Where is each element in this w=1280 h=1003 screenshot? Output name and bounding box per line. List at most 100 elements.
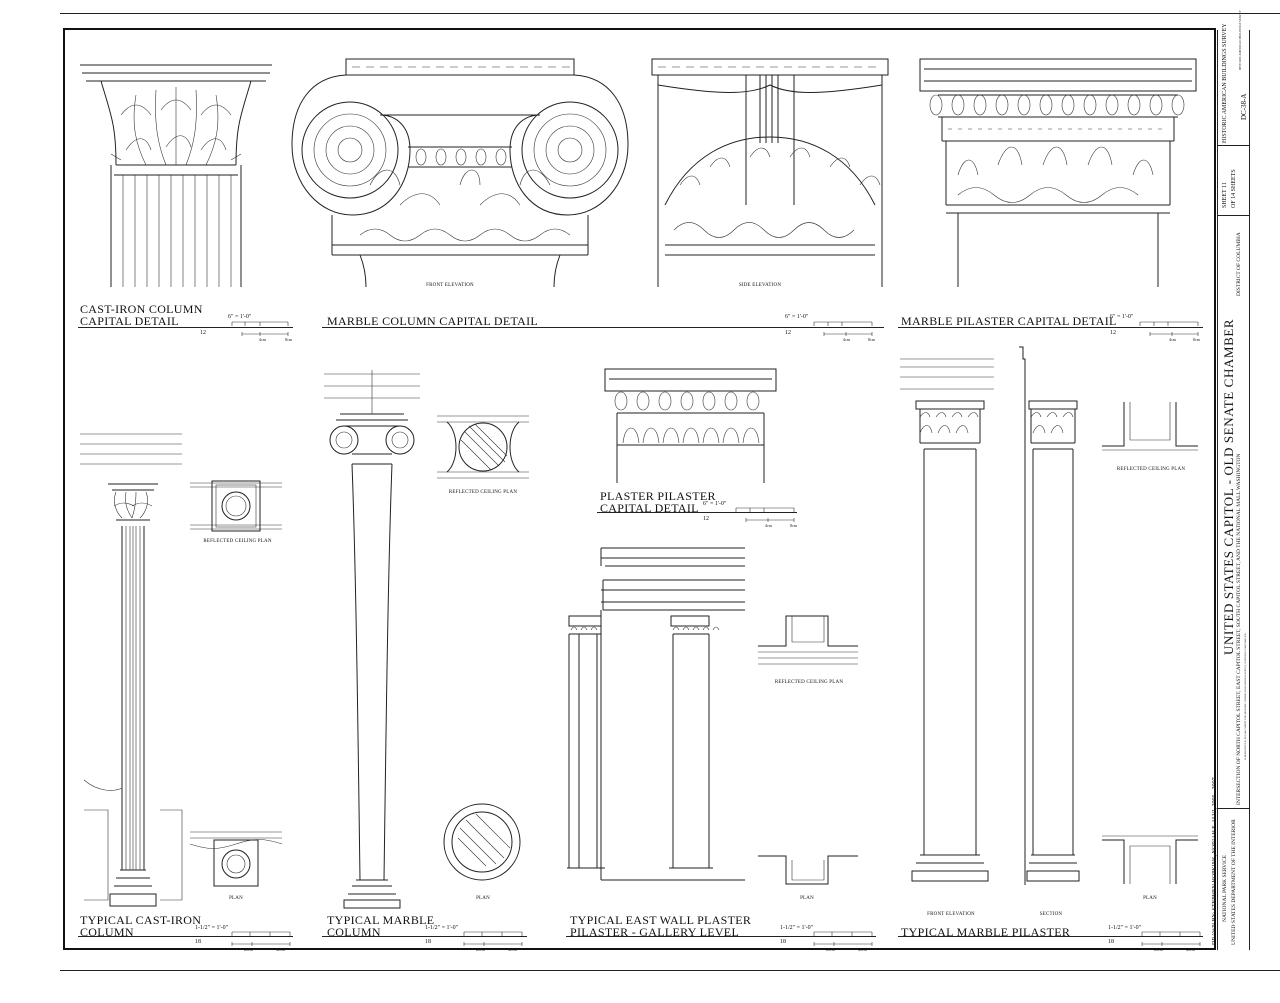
marble-pilaster-capital-metric-mid: 4cm	[1169, 337, 1176, 342]
cast-iron-capital-underline	[78, 327, 293, 328]
plaster-pilaster-capital-metric-mid: 4cm	[765, 523, 772, 528]
marble-pilaster-capital-scale-bar	[1139, 321, 1199, 336]
east-wall-pilaster-scale-bar	[813, 931, 873, 946]
drawing-frame	[63, 28, 1216, 950]
cast-iron-column-rcp-caption: REFLECTED CEILING PLAN	[203, 539, 272, 544]
typical-marble-column-number: 18	[425, 939, 431, 945]
typical-marble-column-underline	[322, 936, 527, 937]
marble-pilaster-capital-drawing	[919, 58, 1197, 287]
east-wall-pilaster-title: TYPICAL EAST WALL PLASTER PILASTER - GAL…	[570, 913, 752, 939]
title-block-location: INTERSECTION OF NORTH CAPITOL STREET, EA…	[1236, 453, 1242, 805]
marble-pilaster-plan-caption: PLAN	[1143, 896, 1157, 901]
title-block-stamp: HISTORIC AMERICAN BUILDINGS SURVEY	[1238, 10, 1242, 70]
east-wall-pilaster-metric-end: 40cm	[858, 947, 867, 952]
marble-column-capital-title: MARBLE COLUMN CAPITAL DETAIL	[327, 314, 539, 328]
plaster-pilaster-capital-scale-bar	[735, 507, 795, 522]
cast-iron-capital-scale-bar	[231, 321, 289, 336]
east-wall-pilaster-number: 18	[780, 939, 786, 945]
cast-iron-column-plan	[189, 831, 283, 887]
marble-pilaster-plan	[1102, 835, 1198, 884]
marble-column-plan	[443, 803, 521, 881]
title-block-department: UNITED STATES DEPARTMENT OF THE INTERIOR	[1231, 819, 1237, 945]
typical-cast-iron-column-title: TYPICAL CAST-IRON COLUMN	[80, 913, 202, 939]
east-wall-pilaster-elevation	[567, 547, 745, 881]
marble-column-capital-metric-mid: 4cm	[843, 337, 850, 342]
typical-marble-column-metric-mid: 20cm	[476, 947, 485, 952]
title-block-agency: NATIONAL PARK SERVICE	[1222, 855, 1228, 922]
marble-pilaster-capital-number: 12	[1110, 330, 1116, 336]
marble-column-rcp	[437, 415, 529, 479]
typical-marble-pilaster-title: TYPICAL MARBLE PILASTER	[901, 925, 1071, 939]
title-block-survey: HISTORIC AMERICAN BUILDINGS SURVEY	[1222, 23, 1228, 143]
cast-iron-capital-drawing	[80, 64, 272, 287]
typical-cast-iron-column-underline	[78, 936, 293, 937]
plaster-pilaster-capital-number: 12	[703, 516, 709, 522]
cast-iron-column-rcp	[190, 480, 282, 532]
typical-cast-iron-column-metric-end: 40cm	[276, 947, 285, 952]
title-block-of-sheets: OF 14 SHEETS	[1231, 169, 1237, 208]
typical-marble-column-scale: 1-1/2" = 1'-0"	[425, 925, 459, 931]
plaster-pilaster-capital-metric-end: 8cm	[790, 523, 797, 528]
east-wall-pilaster-rcp	[758, 615, 858, 665]
title-block-building: UNITED STATES CAPITOL - OLD SENATE CHAMB…	[1221, 318, 1236, 655]
marble-pilaster-front-caption: FRONT ELEVATION	[927, 912, 975, 917]
east-wall-pilaster-metric-mid: 20cm	[826, 947, 835, 952]
title-block-survey-no: DC-38-A	[1240, 93, 1248, 120]
title-block-rule-1	[1217, 145, 1250, 146]
typical-marble-pilaster-scale-bar	[1141, 931, 1201, 946]
cast-iron-column-plan-caption: PLAN	[229, 896, 243, 901]
marble-pilaster-capital-scale: 6" = 1'-0"	[1110, 314, 1134, 320]
plaster-pilaster-capital-title: PLASTER PILASTER CAPITAL DETAIL	[600, 489, 716, 515]
east-wall-pilaster-plan-caption: PLAN	[800, 896, 814, 901]
marble-pilaster-rcp-caption: REFLECTED CEILING PLAN	[1116, 467, 1186, 472]
cast-iron-capital-metric-end: 8cm	[285, 337, 292, 342]
title-block-right	[1249, 30, 1250, 950]
marble-pilaster-capital-underline	[898, 327, 1203, 328]
typical-marble-column-scale-bar	[463, 931, 523, 946]
marble-capital-side-drawing	[651, 58, 889, 287]
typical-marble-pilaster-metric-mid: 20cm	[1154, 947, 1163, 952]
typical-marble-pilaster-metric-end: 40cm	[1186, 947, 1195, 952]
cast-iron-capital-scale: 6" = 1'-0"	[228, 314, 252, 320]
typical-marble-column-metric-end: 40cm	[508, 947, 517, 952]
marble-column-capital-number: 12	[785, 330, 791, 336]
cast-iron-capital-title: CAST-IRON COLUMN CAPITAL DETAIL	[80, 302, 203, 328]
marble-column-capital-metric-end: 8cm	[868, 337, 875, 342]
marble-pilaster-front-elevation	[900, 358, 994, 882]
east-wall-pilaster-rcp-caption: REFLECTED CEILING PLAN	[774, 680, 844, 685]
marble-capital-front-drawing	[291, 58, 629, 288]
typical-cast-iron-column-scale-bar	[231, 931, 291, 946]
cast-iron-capital-number: 12	[200, 330, 206, 336]
plaster-pilaster-capital-drawing	[604, 368, 777, 483]
marble-column-capital-underline	[322, 327, 884, 328]
east-wall-pilaster-scale: 1-1/2" = 1'-0"	[780, 925, 814, 931]
plaster-pilaster-capital-scale: 6" = 1'-0"	[703, 501, 727, 507]
title-block-district: DISTRICT OF COLUMBIA	[1236, 232, 1242, 296]
marble-column-rcp-caption: REFLECTED CEILING PLAN	[448, 490, 518, 495]
cast-iron-capital-metric-mid: 4cm	[259, 337, 266, 342]
typical-cast-iron-column-scale: 1-1/2" = 1'-0"	[195, 925, 229, 931]
marble-pilaster-section	[1019, 346, 1080, 885]
marble-pilaster-rcp	[1102, 402, 1198, 451]
title-block-rule-3	[1217, 808, 1250, 809]
marble-capital-side-caption: SIDE ELEVATION	[738, 283, 782, 288]
marble-column-capital-scale: 6" = 1'-0"	[785, 314, 809, 320]
typical-marble-pilaster-number: 18	[1108, 939, 1114, 945]
title-block-drawn-by: DRAWN BY: STEPHEN HOPKINS, NORIAH F. ALV…	[1212, 777, 1218, 945]
sheet-bottom-rule	[60, 970, 1280, 971]
marble-pilaster-capital-metric-end: 8cm	[1193, 337, 1200, 342]
east-wall-pilaster-plan	[758, 855, 858, 885]
title-block-divider	[1217, 30, 1218, 950]
sheet-top-rule	[60, 13, 1280, 14]
typical-cast-iron-column-number: 18	[195, 939, 201, 945]
typical-marble-pilaster-scale: 1-1/2" = 1'-0"	[1108, 925, 1142, 931]
typical-marble-pilaster-underline	[898, 936, 1203, 937]
title-block-fineprint: IF REPRODUCED, PLEASE CREDIT THE HISTORI…	[1244, 633, 1247, 760]
marble-pilaster-capital-title: MARBLE PILASTER CAPITAL DETAIL	[901, 314, 1117, 328]
typical-marble-column-title: TYPICAL MARBLE COLUMN	[327, 913, 435, 939]
title-block-rule-2	[1217, 215, 1250, 216]
marble-column-plan-caption: PLAN	[476, 896, 490, 901]
plaster-pilaster-capital-underline	[597, 512, 797, 513]
typical-cast-iron-column-metric-mid: 20cm	[244, 947, 253, 952]
marble-capital-front-caption: FRONT ELEVATION	[426, 283, 474, 288]
